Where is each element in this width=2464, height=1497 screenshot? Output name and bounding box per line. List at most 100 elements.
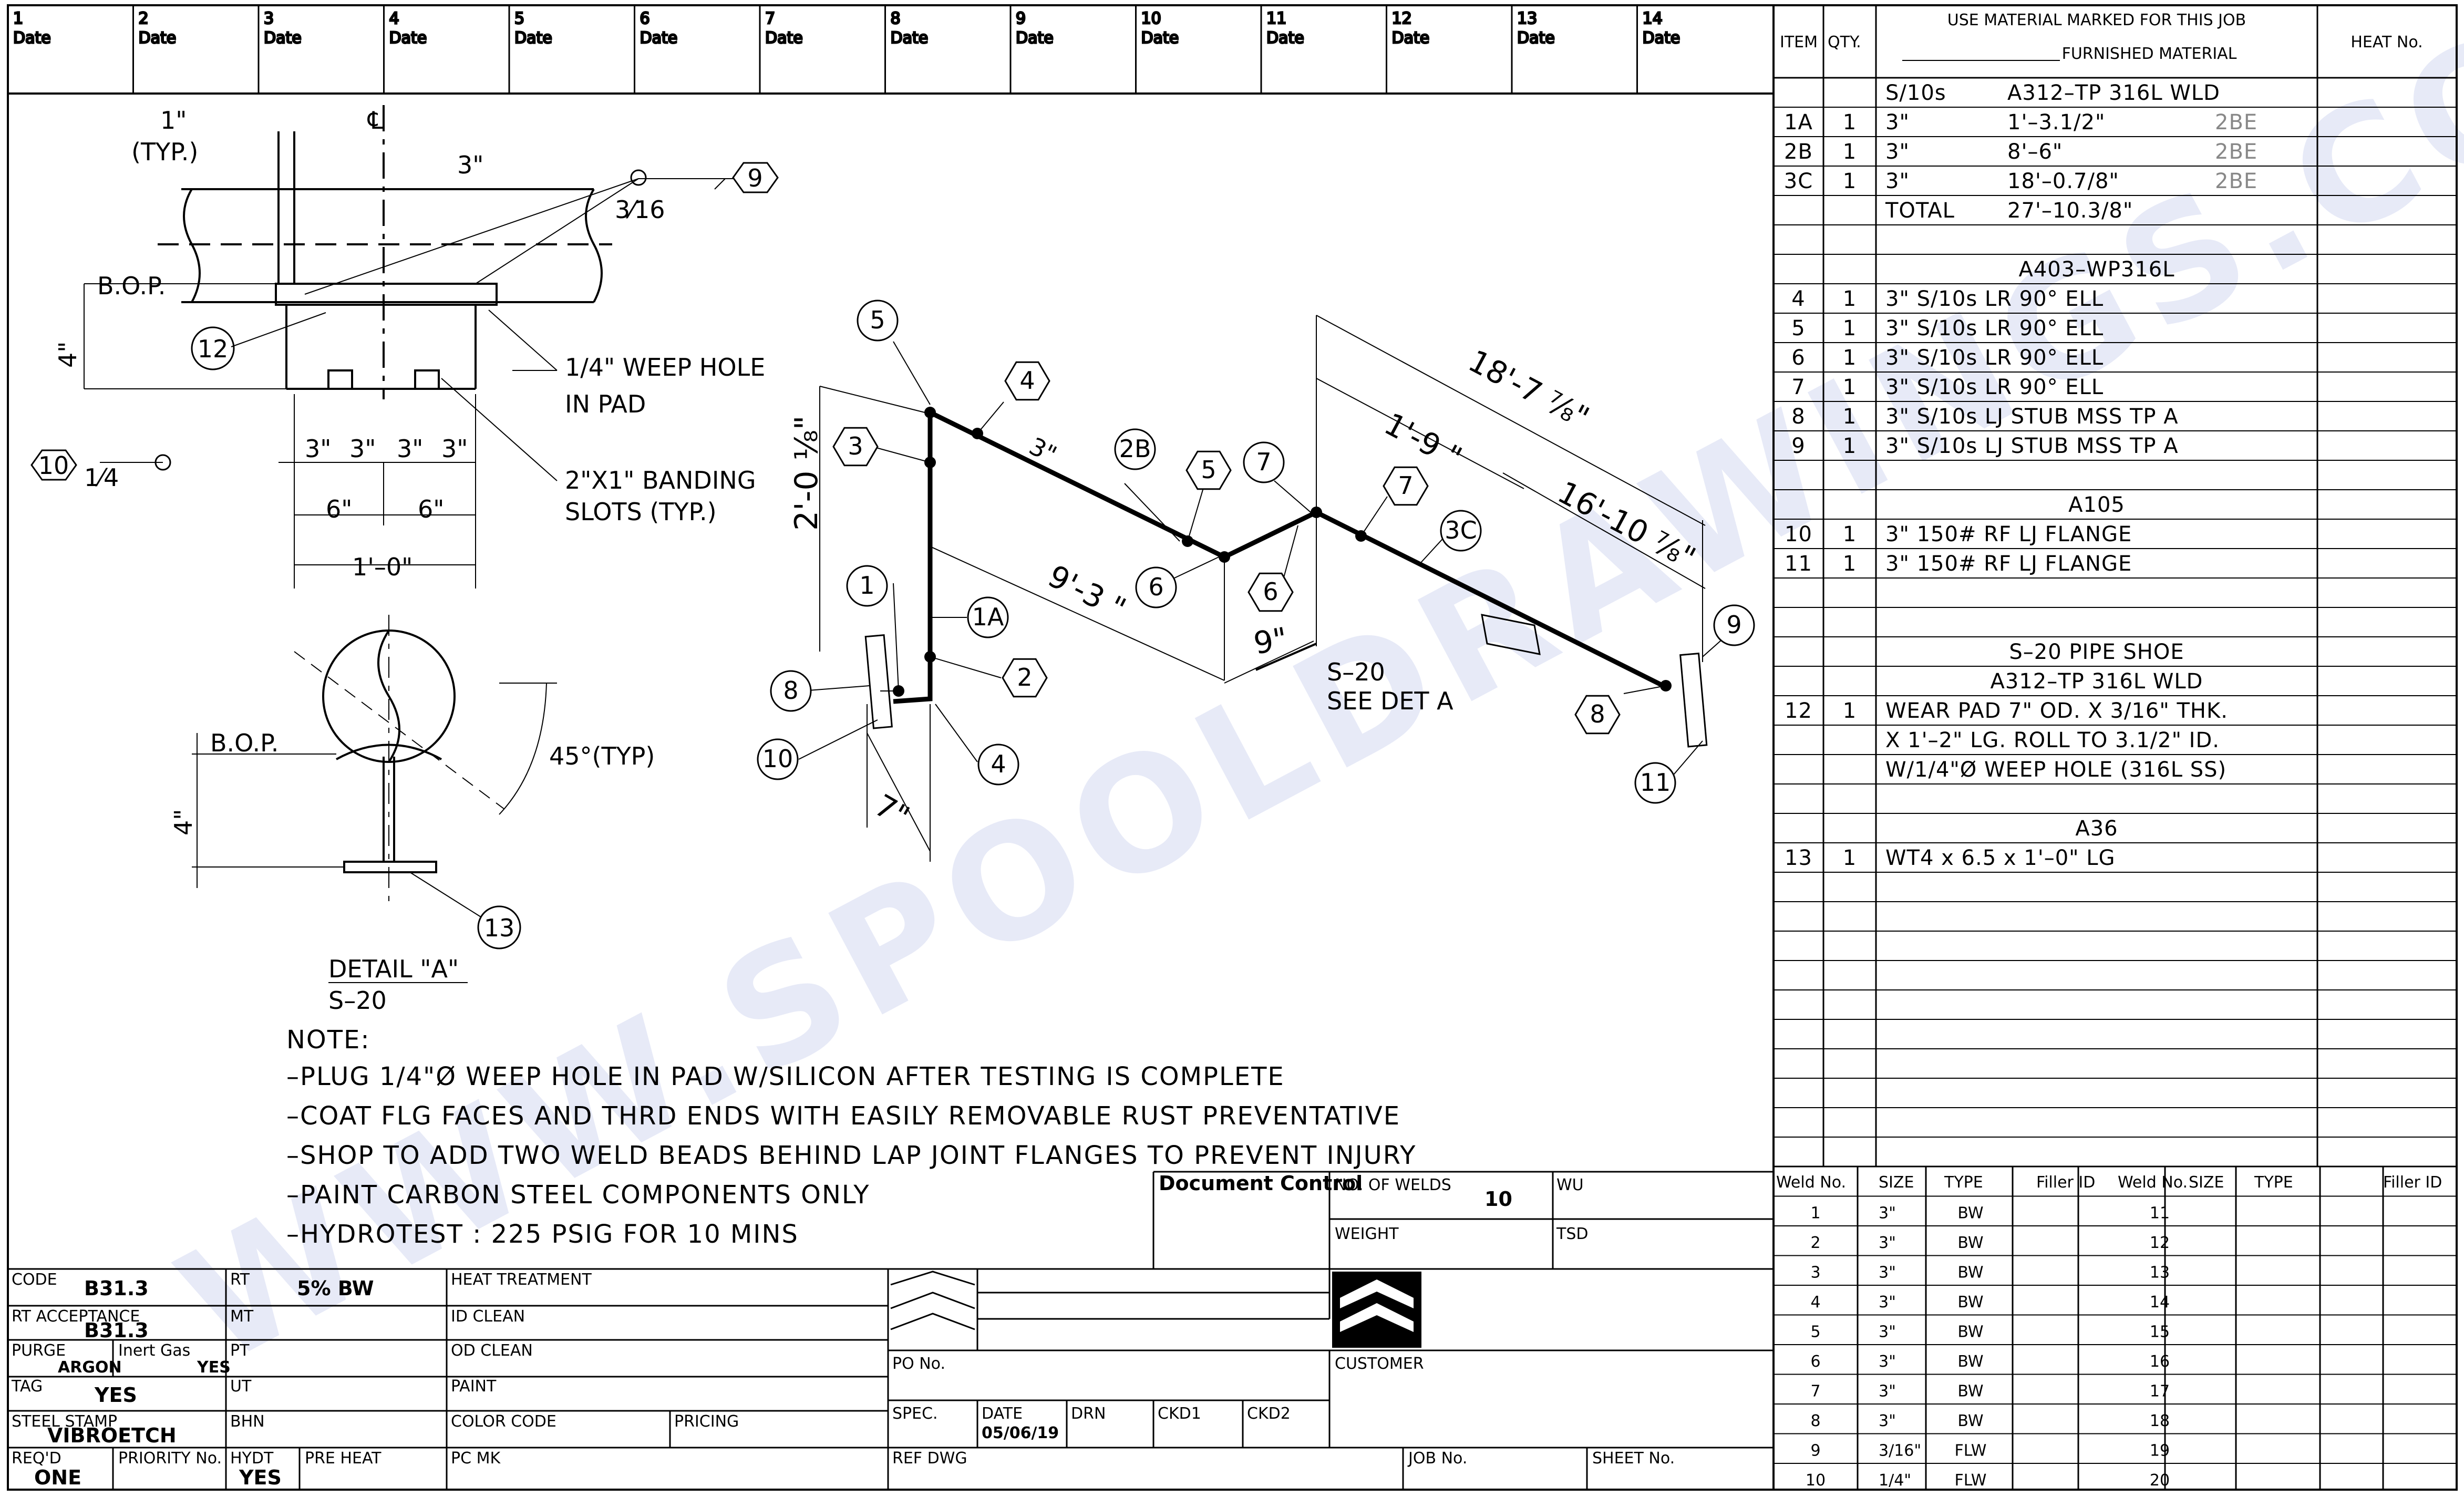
balloon-10-detail: 10 [38, 451, 69, 480]
bom-row-end-prep: 2BE [2215, 169, 2257, 193]
tsd-label: TSD [1556, 1225, 1588, 1243]
callout-label: 11 [1640, 768, 1671, 797]
no-welds-value: 10 [1484, 1188, 1512, 1211]
bom-furnished-header: FURNISHED MATERIAL [2062, 45, 2237, 63]
weld-type: BW [1957, 1353, 1983, 1371]
weld-number-2: 18 [2150, 1412, 2170, 1430]
bom-row-item: 12 [1785, 699, 1812, 723]
date-column-number: 6 [640, 9, 650, 28]
weld-1-4: 1⁄4 [84, 463, 119, 492]
weld-table-header: Filler ID [2036, 1173, 2095, 1192]
dim-3c: 3" [397, 435, 423, 463]
weight-label: WEIGHT [1335, 1225, 1399, 1243]
bom-row-material-heading: A312–TP 316L WLD [1991, 669, 2203, 694]
drn-label: DRN [1071, 1405, 1106, 1423]
weld-size: 3" [1879, 1293, 1896, 1312]
weld-size: 3" [1879, 1264, 1896, 1282]
weld-symbol-circle [154, 454, 171, 471]
dim-9: 9" [1251, 621, 1290, 662]
callout-circle [857, 300, 899, 342]
rt-acceptance-value: B31.3 [84, 1319, 149, 1342]
date-column-number: 11 [1266, 9, 1286, 28]
bom-row-item: 11 [1785, 552, 1812, 576]
bom-row-qty: 1 [1843, 552, 1857, 576]
weld-table-header: TYPE [2254, 1173, 2293, 1192]
bom-row-length: 8'–6" [2007, 140, 2063, 164]
callout-label: 8 [1590, 700, 1605, 728]
weld-size: 3" [1879, 1234, 1896, 1252]
bom-row-size: TOTAL [1885, 199, 1955, 223]
bom-item-header: ITEM [1780, 33, 1818, 51]
weld-number-2: 14 [2150, 1293, 2170, 1312]
date-column-label: Date [640, 29, 678, 47]
bom-row-description: 3" S/10s LR 90° ELL [1885, 375, 2104, 399]
weld-number: 10 [1806, 1471, 1826, 1490]
bom-row-qty: 1 [1843, 287, 1857, 311]
bom-row-description: 3" S/10s LJ STUB MSS TP A [1885, 434, 2179, 458]
callout-label: 1A [972, 603, 1004, 631]
angle-45: 45°(TYP) [549, 742, 655, 770]
dim-3b: 3" [349, 435, 376, 463]
title-block [8, 1171, 1774, 1490]
weld-number-2: 16 [2150, 1353, 2170, 1371]
callout-circle [846, 565, 888, 607]
centerline-symbol: ℄ [367, 106, 384, 135]
purge-value: ARGON [58, 1358, 122, 1377]
weld-number-2: 17 [2150, 1382, 2170, 1401]
weld-size: 3" [1879, 1382, 1896, 1401]
note-line: –PLUG 1/4"Ø WEEP HOLE IN PAD W/SILICON A… [286, 1062, 1285, 1091]
dim-6a: 6" [326, 495, 352, 523]
bom-row-length: 1'–3.1/2" [2007, 110, 2105, 135]
steel-stamp-label: STEEL STAMP [12, 1412, 117, 1431]
note-line: –HYDROTEST : 225 PSIG FOR 10 MINS [286, 1220, 799, 1249]
callout-hexagon [1248, 572, 1294, 612]
bom-row-item: 8 [1791, 405, 1805, 429]
weld-type: BW [1957, 1382, 1983, 1401]
balloon-9-detail: 9 [747, 164, 762, 192]
callout-circle [1243, 441, 1285, 483]
bom-row-qty: 1 [1843, 140, 1857, 164]
bom-row-size: 3" [1885, 110, 1910, 135]
bom-row-qty: 1 [1843, 522, 1857, 546]
callout-circle [1713, 604, 1755, 646]
doc-control-label: Document Control [1159, 1172, 1363, 1195]
bom-row-size: S/10s [1885, 81, 1946, 105]
bom-row-qty: 1 [1843, 169, 1857, 193]
s20-label: S–20 [1327, 658, 1385, 686]
weld-type: FLW [1955, 1442, 1987, 1460]
detail-subtitle: S–20 [328, 986, 387, 1015]
bom-row-end-prep: 2BE [2215, 140, 2257, 164]
po-label: PO No. [892, 1355, 945, 1373]
bom-row-item: 7 [1791, 375, 1805, 399]
callout-circle [967, 596, 1009, 638]
callout-label: 3C [1445, 516, 1477, 544]
bom-row-material-heading: A105 [2068, 493, 2125, 517]
pricing-label: PRICING [674, 1412, 739, 1431]
callout-label: 1 [859, 571, 874, 600]
banding-label: 2"X1" BANDING [565, 466, 756, 494]
weld-type: BW [1957, 1204, 1983, 1223]
date-column-label: Date [1016, 29, 1054, 47]
revision-date-row: 1Date2Date3Date4Date5Date6Date7Date8Date… [13, 5, 1681, 94]
detail-labels: 1" (TYP.) ℄ 3" 3⁄16 B.O.P. 4" 1/4" WEEP … [54, 106, 765, 1015]
weld-type: BW [1957, 1293, 1983, 1312]
date-column-number: 5 [514, 9, 524, 28]
hydt-value: YES [239, 1466, 282, 1489]
dim-18-7: 18'-7 ⅞" [1462, 343, 1595, 436]
callout-label: 6 [1148, 573, 1163, 601]
bom-row-description: 3" 150# RF LJ FLANGE [1885, 552, 2132, 576]
bom-row-qty: 1 [1843, 110, 1857, 135]
detail-balloons [30, 162, 779, 949]
weld-table-header: SIZE [1879, 1173, 1914, 1192]
pipe-shoe-detail-elevation [84, 105, 733, 589]
preheat-label: PRE HEAT [305, 1449, 382, 1468]
code-label: CODE [12, 1271, 57, 1289]
bom-row-item: 1A [1784, 110, 1813, 135]
date-column-label: Date [891, 29, 929, 47]
callout-circle [1114, 428, 1156, 470]
date-column-label: Date [1517, 29, 1555, 47]
note-line: –COAT FLG FACES AND THRD ENDS WITH EASIL… [286, 1101, 1400, 1131]
dim-2-0: 2'-0 ⅛" [788, 416, 825, 531]
weld-table-header: SIZE [2189, 1173, 2224, 1192]
